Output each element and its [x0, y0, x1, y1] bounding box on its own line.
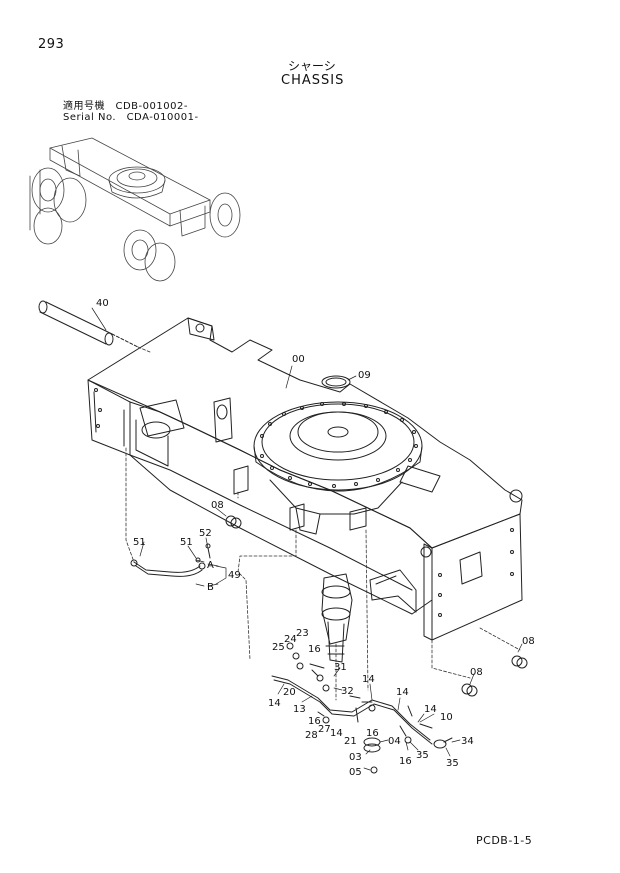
callout-40: 40: [96, 298, 109, 309]
connection-markers: [195, 559, 205, 587]
hose-49: [130, 543, 211, 577]
seal-09: [321, 375, 351, 389]
callout-16: 16: [308, 644, 321, 655]
callout-32: 32: [341, 686, 354, 697]
callout-16: 16: [308, 716, 321, 727]
callout-10: 10: [440, 712, 453, 723]
callout-51: 51: [180, 537, 193, 548]
serial-line-japanese: 適用号機 CDB-001002-: [63, 101, 188, 112]
leader-lines: [125, 346, 521, 701]
callout-16: 16: [366, 728, 379, 739]
callout-35: 35: [416, 750, 429, 761]
callout-34: 34: [461, 736, 474, 747]
callout-31: 31: [334, 662, 347, 673]
callout-00: 00: [292, 354, 305, 365]
callout-14: 14: [396, 687, 409, 698]
callout-leaders: [91, 307, 523, 771]
chassis-frame: [87, 317, 523, 641]
callout-14: 14: [424, 704, 437, 715]
callout-03: 03: [349, 752, 362, 763]
callout-08: 08: [470, 667, 483, 678]
callout-52: 52: [199, 528, 212, 539]
page-number: 293: [38, 37, 65, 52]
callout-09: 09: [358, 370, 371, 381]
callout-05: 05: [349, 767, 362, 778]
callout-49: 49: [228, 570, 241, 581]
machine-overview-illustration: [29, 137, 241, 282]
pin-40: [38, 300, 139, 348]
callout-labels: 40 00 09 08 51 51 52 A B 49 23 24 25 16 …: [96, 298, 535, 778]
title-english: CHASSIS: [281, 73, 345, 88]
callout-14: 14: [362, 674, 375, 685]
callout-04: 04: [388, 736, 401, 747]
callout-20: 20: [283, 687, 296, 698]
callout-23: 23: [296, 628, 309, 639]
title-japanese: シャーシ: [288, 59, 336, 73]
callout-08: 08: [522, 636, 535, 647]
bushing-08-right: [511, 655, 528, 669]
callout-A: A: [207, 560, 214, 571]
pipe-assembly: [271, 642, 453, 774]
callout-35: 35: [446, 758, 459, 769]
callout-27: 27: [318, 724, 331, 735]
callout-21: 21: [344, 736, 357, 747]
callout-25: 25: [272, 642, 285, 653]
bushing-08-mid: [461, 683, 478, 697]
callout-14: 14: [268, 698, 281, 709]
callout-24: 24: [284, 634, 297, 645]
figure-code: PCDB-1-5: [476, 834, 533, 847]
swivel-joint: [321, 573, 353, 663]
bushing-08-left: [225, 515, 242, 529]
callout-51: 51: [133, 537, 146, 548]
swing-ring-assembly: [253, 401, 423, 535]
callout-08: 08: [211, 500, 224, 511]
callout-16: 16: [399, 756, 412, 767]
callout-14: 14: [330, 728, 343, 739]
callout-13: 13: [293, 704, 306, 715]
callout-B: B: [207, 582, 214, 593]
serial-line-english: Serial No. CDA-010001-: [63, 112, 199, 123]
callout-28: 28: [305, 730, 318, 741]
